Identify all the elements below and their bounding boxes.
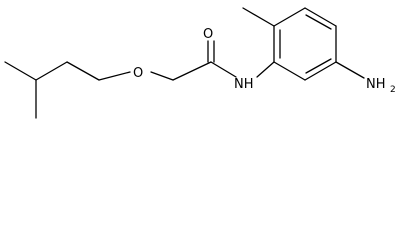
bond-ch2-to-carbonyl	[172, 61, 212, 81]
bond-chain-2	[66, 61, 100, 81]
ether-oxygen-label: O	[133, 66, 143, 81]
bond-carbonyl-to-nh	[210, 61, 237, 78]
bond-ring-methyl	[242, 7, 275, 27]
carbonyl-oxygen-label: O	[203, 27, 213, 42]
bond-ring-to-amine	[335, 61, 365, 79]
bond-ring-3-inner	[305, 14, 332, 30]
bond-nh-to-ring	[256, 61, 275, 78]
structure-canvas: O O NH NH 2	[4, 7, 396, 119]
bond-ring-2	[273, 7, 306, 27]
amine-subscript-label: 2	[390, 85, 396, 95]
bond-ring-3	[304, 7, 337, 27]
bond-chain-to-oxygen	[98, 71, 131, 81]
bond-oxygen-to-ch2	[150, 71, 174, 81]
bond-ring-5-inner	[305, 58, 332, 74]
bond-chain-1	[35, 61, 68, 81]
molecule-structure: O O NH NH 2	[4, 7, 396, 119]
bond-ring-5	[304, 61, 337, 81]
amine-label: NH	[366, 77, 386, 92]
bond-ring-6	[273, 61, 306, 81]
amide-nh-label: NH	[234, 77, 254, 92]
bond-methyl-a	[4, 61, 37, 81]
